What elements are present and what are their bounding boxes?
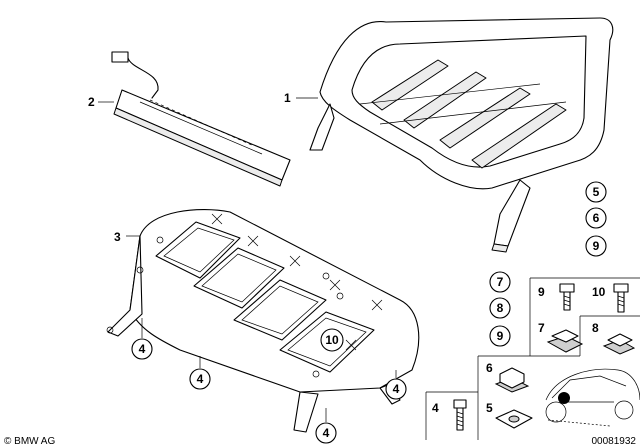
part-3-base-plate: 3 [106,209,420,433]
screw-9-icon [559,283,575,311]
callout-label-5: 5 [593,185,600,199]
callout-label-4a: 4 [139,342,146,356]
legend-label-4: 4 [432,401,439,415]
fastener-legend: 9 10 7 8 6 4 [425,277,640,440]
footer: © BMW AG 00081932 [4,436,636,447]
callout-circle-10 [320,328,344,352]
callout-label-4d: 4 [323,426,330,440]
nut-8-icon [602,333,636,355]
callout-circle-4c [385,378,407,400]
callout-circle-4d [315,422,337,444]
callout-label-4b: 4 [197,372,204,386]
screw-10-icon [613,283,629,313]
callout-circle-9b [489,325,511,347]
motorcycle-locator-icon [545,368,640,427]
screw-4-icon [453,399,467,431]
callout-label-9b: 9 [497,329,504,343]
callout-circle-4a [131,338,153,360]
callout-label-2: 2 [88,95,95,109]
nut-6-icon [494,367,530,393]
copyright-text: © BMW AG [4,436,55,447]
legend-label-5: 5 [486,401,493,415]
callout-label-3: 3 [114,230,121,244]
callout-circle-6 [585,207,607,229]
part-2-light-strip: 2 [88,51,291,187]
callout-circle-9a [585,235,607,257]
callout-label-7: 7 [497,275,504,289]
callout-label-8: 8 [497,301,504,315]
legend-label-8: 8 [592,321,599,335]
legend-label-10: 10 [592,285,606,299]
callout-circle-8 [489,297,511,319]
callout-circle-7 [489,271,511,293]
legend-label-7: 7 [538,321,545,335]
callout-circle-4b [189,368,211,390]
diagram-number: 00081932 [592,436,637,447]
callout-label-9a: 9 [593,239,600,253]
callout-label-10: 10 [325,333,339,347]
clip-5-icon [495,409,533,429]
callout-label-1: 1 [284,91,291,105]
part-1-luggage-rack: 1 [284,17,614,253]
legend-label-6: 6 [486,361,493,375]
legend-label-9: 9 [538,285,545,299]
callout-circles: 10 4 4 4 4 5 6 9 7 8 9 [131,181,607,444]
callout-label-4c: 4 [393,382,400,396]
callout-circle-5 [585,181,607,203]
callout-label-6: 6 [593,211,600,225]
nut-7-icon [546,329,584,353]
